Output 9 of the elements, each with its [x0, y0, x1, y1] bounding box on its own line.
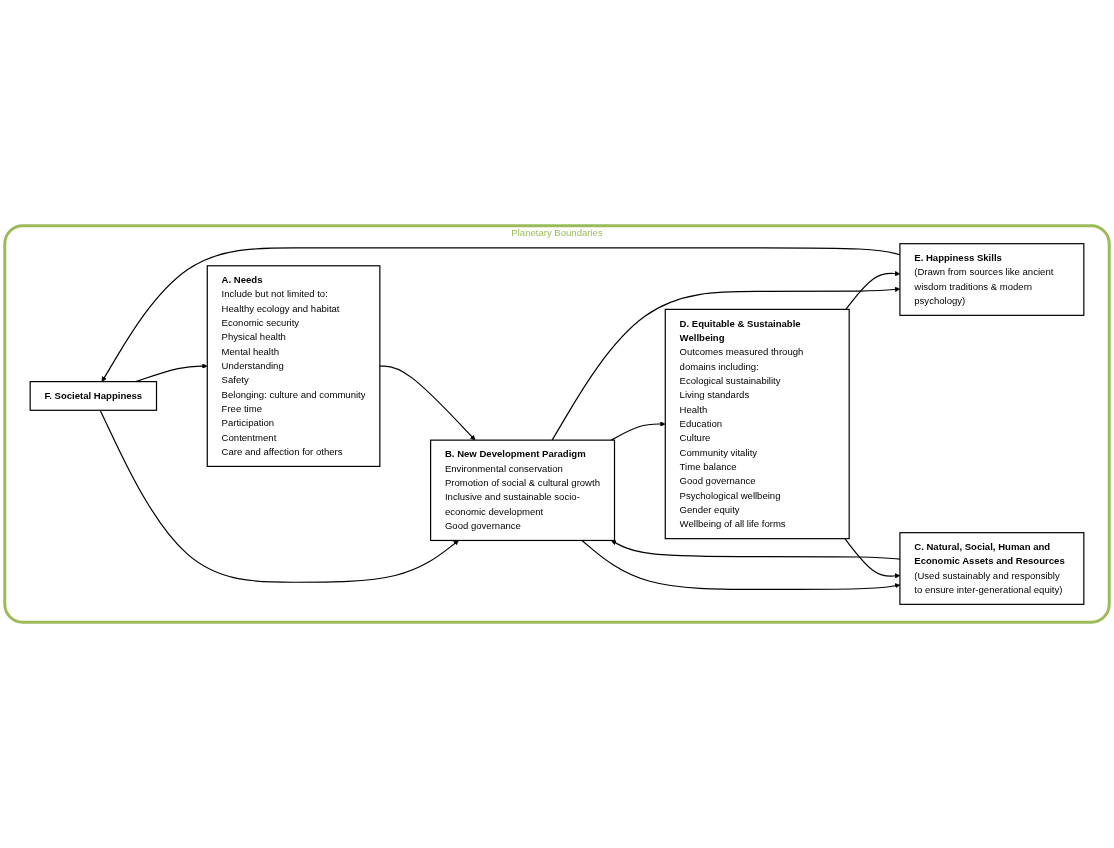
node-box: D. Equitable & Sustainable Wellbeing Outcomes measured through domains including: Ecological sustainability Living standards Health Education Culture Community vitality Time balance Good governance Psychological wellbeing Gender equity Wellbeing of all life forms [664, 308, 850, 540]
node-box: B. New Development Paradigm Environmental conservation Promotion of social & cultural growth Inclusive and sustainable socio-economic development Good governance [430, 439, 616, 542]
node-box: C. Natural, Social, Human and Economic Assets and Resources (Used sustainably and responsibly to ensure inter-generational equity) [899, 532, 1085, 605]
arrow [610, 421, 666, 441]
node-box: F. Societal Happiness [29, 381, 158, 411]
node-box: E. Happiness Skills (Drawn from sources like ancient wisdom traditions & modern psychology) [899, 243, 1085, 316]
node-box: A. Needs Include but not limited to: Healthy ecology and habitat Economic security Physical health Mental health Understanding Safety Belonging: culture and community Free time Participation Contentment Care and affection for others [206, 265, 381, 467]
arrow [379, 365, 476, 441]
arrow [99, 409, 459, 583]
